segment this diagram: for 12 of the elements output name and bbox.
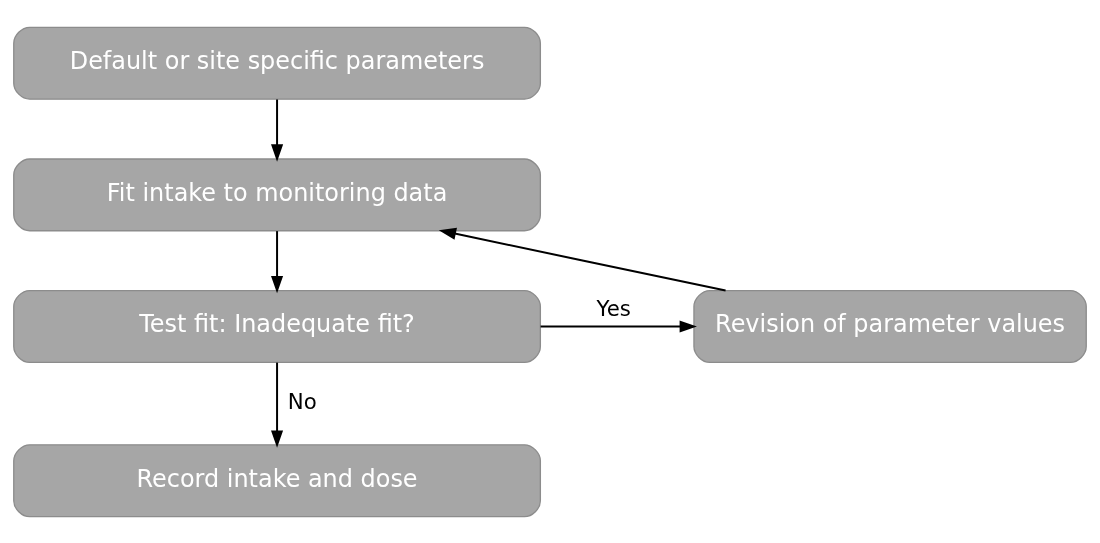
node-box: Default or site specific parameters bbox=[13, 26, 542, 100]
arrow bbox=[271, 229, 284, 293]
node-box: Test fit: Inadequate fit? bbox=[13, 289, 542, 363]
arrow bbox=[438, 227, 727, 292]
node-box: Revision of parameter values bbox=[693, 289, 1087, 363]
edge-label: No bbox=[287, 388, 317, 414]
node-box: Record intake and dose bbox=[13, 443, 542, 517]
edge-label: Yes bbox=[596, 295, 631, 321]
arrow bbox=[271, 97, 284, 162]
arrow bbox=[271, 361, 284, 448]
arrow bbox=[539, 319, 697, 333]
node-box: Fit intake to monitoring data bbox=[13, 157, 542, 231]
